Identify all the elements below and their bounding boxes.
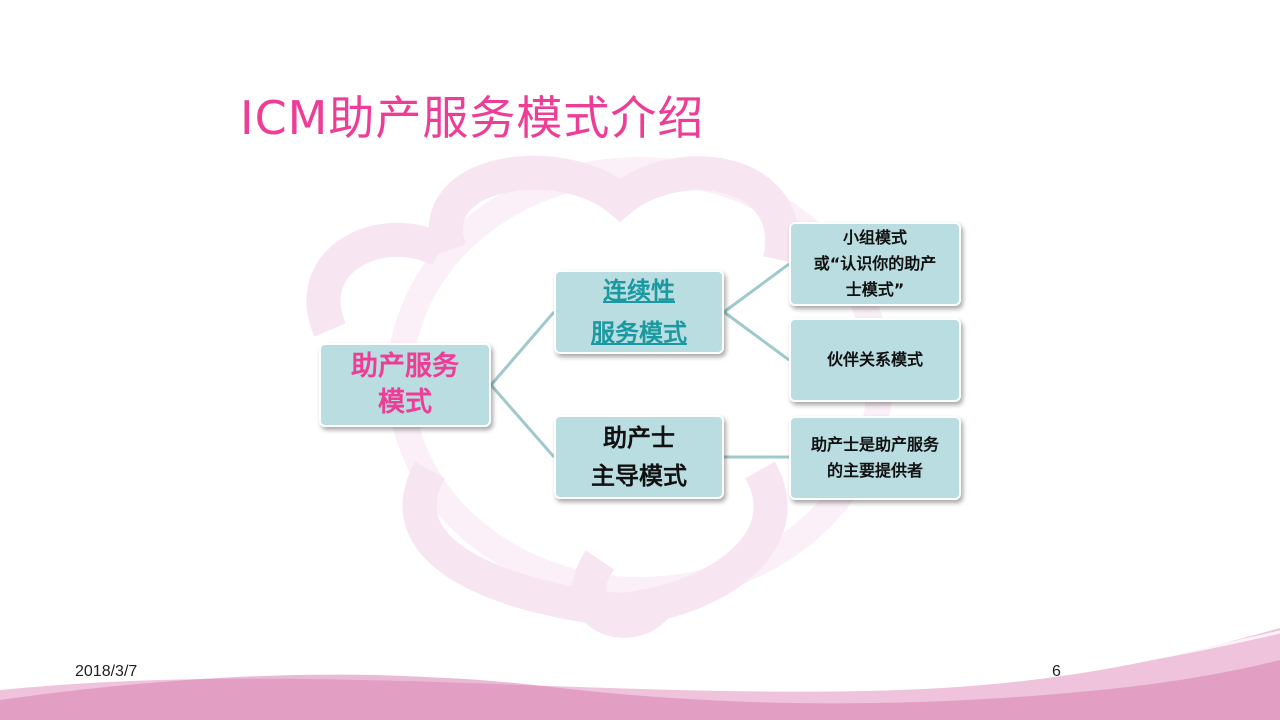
wave-white-line <box>0 630 1280 692</box>
connector-continuity-partnership <box>723 310 790 362</box>
page-number: 6 <box>1052 663 1061 680</box>
continuity-link-line1[interactable]: 连续性 <box>603 277 675 305</box>
root-node-line2: 模式 <box>378 387 432 418</box>
group-model-line3: 士模式” <box>845 280 905 299</box>
root-node: 助产服务 模式 <box>319 343 491 427</box>
group-model-line1: 小组模式 <box>842 228 907 247</box>
slide-title: ICM助产服务模式介绍 <box>240 91 705 145</box>
root-node-line1: 助产服务 <box>351 351 459 382</box>
main-provider-node: 助产士是助产服务 的主要提供者 <box>789 416 961 500</box>
connector-root-continuity <box>489 311 556 386</box>
continuity-node[interactable]: 连续性 服务模式 <box>554 270 724 354</box>
connectors <box>489 262 790 459</box>
partnership-model-label: 伙伴关系模式 <box>826 350 923 369</box>
partnership-model-node: 伙伴关系模式 <box>789 318 961 402</box>
midwife-led-node: 助产士 主导模式 <box>554 415 724 499</box>
connector-continuity-group <box>723 262 790 314</box>
midwife-led-line1: 助产士 <box>603 424 675 452</box>
wave-dark <box>0 660 1280 720</box>
continuity-link-line2[interactable]: 服务模式 <box>591 319 687 347</box>
group-model-node: 小组模式 或“认识你的助产 士模式” <box>789 222 961 306</box>
group-model-line2: 或“认识你的助产 <box>813 254 937 273</box>
midwife-led-line2: 主导模式 <box>591 462 687 490</box>
main-provider-line1: 助产士是助产服务 <box>810 435 939 454</box>
connector-root-midwife <box>489 384 556 458</box>
main-provider-line2: 的主要提供者 <box>826 461 923 480</box>
footer-date: 2018/3/7 <box>75 663 138 680</box>
